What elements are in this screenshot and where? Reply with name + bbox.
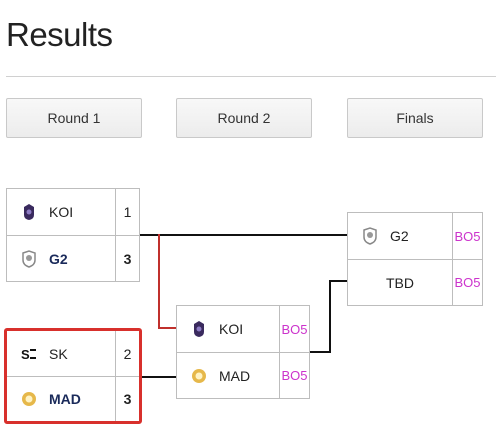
svg-text:S: S (21, 347, 30, 362)
team-row[interactable]: KOI 1 (7, 189, 139, 235)
koi-logo-icon (189, 319, 209, 339)
page-title: Results (6, 16, 113, 53)
finals-header[interactable]: Finals (347, 98, 483, 138)
team-score: 2 (115, 331, 139, 376)
team-score: 3 (115, 377, 139, 421)
sk-logo-icon: S (19, 344, 39, 364)
team-score: 3 (115, 236, 139, 281)
team-score: BO5 (452, 213, 482, 259)
team-score: BO5 (452, 260, 482, 305)
connector-r2-to-final (329, 280, 348, 282)
team-row[interactable]: G2 3 (7, 235, 139, 281)
mad-logo-icon (19, 389, 39, 409)
team-name: MAD (219, 367, 251, 384)
mad-logo-icon (189, 366, 209, 386)
connector-r1m2-to-r2 (140, 376, 177, 378)
connector-r1m1-to-r2-end (158, 327, 177, 329)
team-name: G2 (49, 250, 68, 267)
team-name-tbd: TBD (386, 274, 414, 291)
match-r2-1[interactable]: KOI BO5 MAD BO5 (176, 305, 310, 399)
connector-r2-vertical (329, 280, 331, 353)
g2-logo-icon (360, 226, 380, 246)
team-score: BO5 (279, 353, 309, 398)
team-score: BO5 (279, 306, 309, 352)
koi-logo-icon (19, 202, 39, 222)
team-row[interactable]: TBD BO5 (348, 259, 482, 305)
team-row[interactable]: G2 BO5 (348, 213, 482, 259)
team-name: G2 (390, 228, 409, 244)
match-final[interactable]: G2 BO5 TBD BO5 (347, 212, 483, 306)
title-divider (6, 76, 496, 77)
match-r1-1[interactable]: KOI 1 G2 3 (6, 188, 140, 282)
connector-r1m1-to-r2 (158, 234, 160, 328)
g2-logo-icon (19, 249, 39, 269)
match-r1-2[interactable]: S SK 2 MAD 3 (4, 328, 142, 424)
connector-r1m1-to-final (140, 234, 348, 236)
connector-r2-out (310, 351, 330, 353)
team-row[interactable]: MAD BO5 (177, 352, 309, 398)
round-2-header[interactable]: Round 2 (176, 98, 312, 138)
team-name: SK (49, 345, 68, 362)
team-name: KOI (219, 321, 244, 337)
team-row[interactable]: S SK 2 (7, 331, 139, 376)
round-1-header[interactable]: Round 1 (6, 98, 142, 138)
team-row[interactable]: KOI BO5 (177, 306, 309, 352)
team-score: 1 (115, 189, 139, 235)
team-name: KOI (49, 204, 74, 220)
team-name: MAD (49, 391, 81, 407)
team-row[interactable]: MAD 3 (7, 376, 139, 421)
